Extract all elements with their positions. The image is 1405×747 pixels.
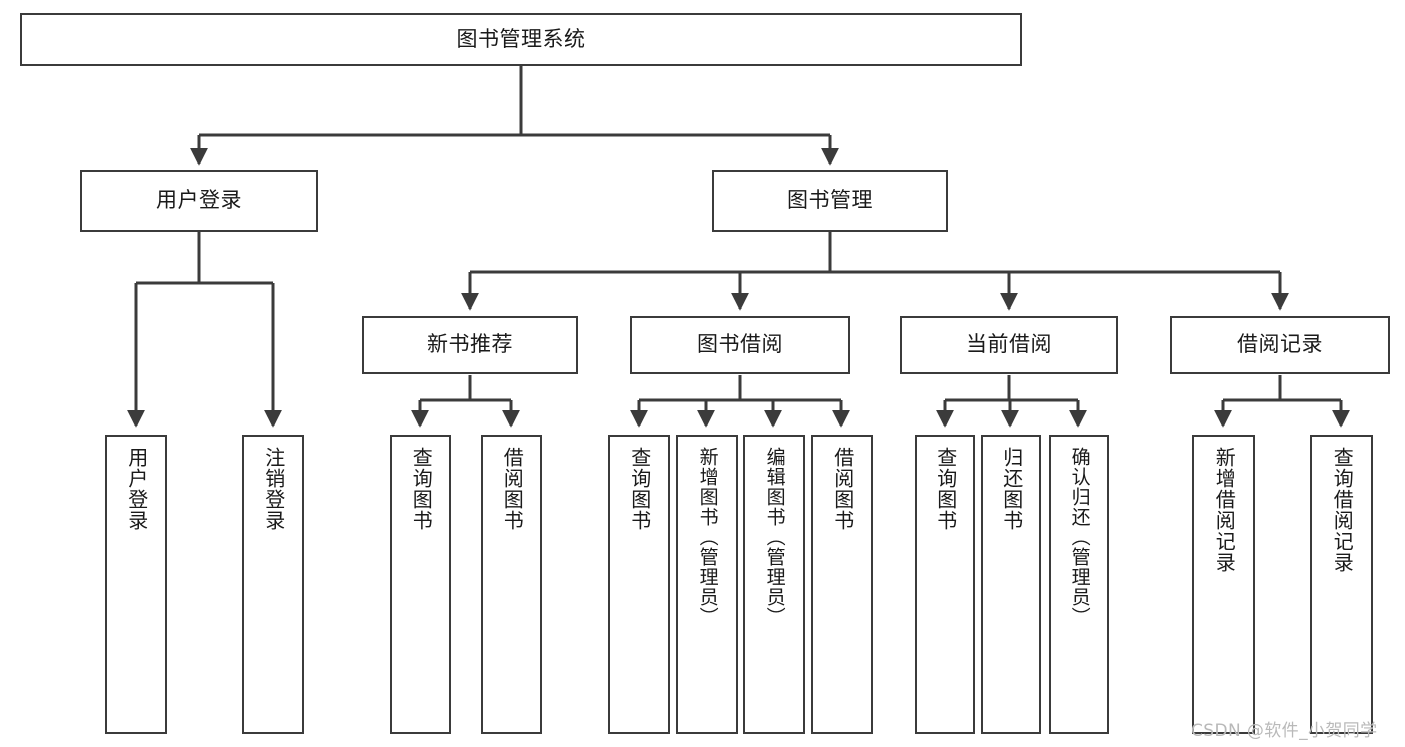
node-label: 借阅记录 <box>1237 332 1323 357</box>
node-label: 编辑图书（管理员） <box>763 447 786 627</box>
node-current-borrow[interactable]: 当前借阅 <box>900 316 1118 374</box>
node-leaf-new-book-borrow[interactable]: 借阅图书 <box>481 435 542 734</box>
node-label: 当前借阅 <box>966 332 1052 357</box>
node-book-management[interactable]: 图书管理 <box>712 170 948 232</box>
node-label: 图书借阅 <box>697 332 783 357</box>
node-label: 查询借阅记录 <box>1330 447 1355 573</box>
node-leaf-current-borrow-return[interactable]: 归还图书 <box>981 435 1041 734</box>
node-label: 借阅图书 <box>500 447 525 531</box>
node-label: 图书管理系统 <box>456 26 586 51</box>
node-leaf-new-book-query[interactable]: 查询图书 <box>390 435 451 734</box>
node-leaf-current-borrow-query[interactable]: 查询图书 <box>915 435 975 734</box>
node-leaf-borrow-record-add[interactable]: 新增借阅记录 <box>1192 435 1255 734</box>
node-label: 查询图书 <box>933 447 958 531</box>
node-leaf-borrow-record-query[interactable]: 查询借阅记录 <box>1310 435 1373 734</box>
node-label: 借阅图书 <box>830 447 855 531</box>
node-leaf-user-login-signin[interactable]: 用户登录 <box>105 435 167 734</box>
node-leaf-current-borrow-confirm-return[interactable]: 确认归还（管理员） <box>1049 435 1109 734</box>
node-label: 新增借阅记录 <box>1212 447 1237 573</box>
node-label: 查询图书 <box>409 447 434 531</box>
node-label: 归还图书 <box>999 447 1024 531</box>
node-label: 图书管理 <box>787 188 873 213</box>
node-leaf-book-borrow-lend[interactable]: 借阅图书 <box>811 435 873 734</box>
node-label: 用户登录 <box>124 447 149 531</box>
node-label: 新增图书（管理员） <box>696 447 719 627</box>
node-new-book-recommend[interactable]: 新书推荐 <box>362 316 578 374</box>
node-label: 查询图书 <box>627 447 652 531</box>
node-user-login[interactable]: 用户登录 <box>80 170 318 232</box>
node-label: 注销登录 <box>261 447 286 531</box>
node-label: 新书推荐 <box>427 332 513 357</box>
watermark-text: CSDN @软件_小贺同学 <box>1191 721 1378 741</box>
node-leaf-book-borrow-query[interactable]: 查询图书 <box>608 435 670 734</box>
node-borrow-record[interactable]: 借阅记录 <box>1170 316 1390 374</box>
node-leaf-book-borrow-add[interactable]: 新增图书（管理员） <box>676 435 738 734</box>
node-label: 确认归还（管理员） <box>1068 447 1091 627</box>
node-leaf-book-borrow-edit[interactable]: 编辑图书（管理员） <box>743 435 805 734</box>
node-label: 用户登录 <box>156 188 242 213</box>
node-leaf-user-login-signout[interactable]: 注销登录 <box>242 435 304 734</box>
node-root-system[interactable]: 图书管理系统 <box>20 13 1022 66</box>
node-book-borrow[interactable]: 图书借阅 <box>630 316 850 374</box>
